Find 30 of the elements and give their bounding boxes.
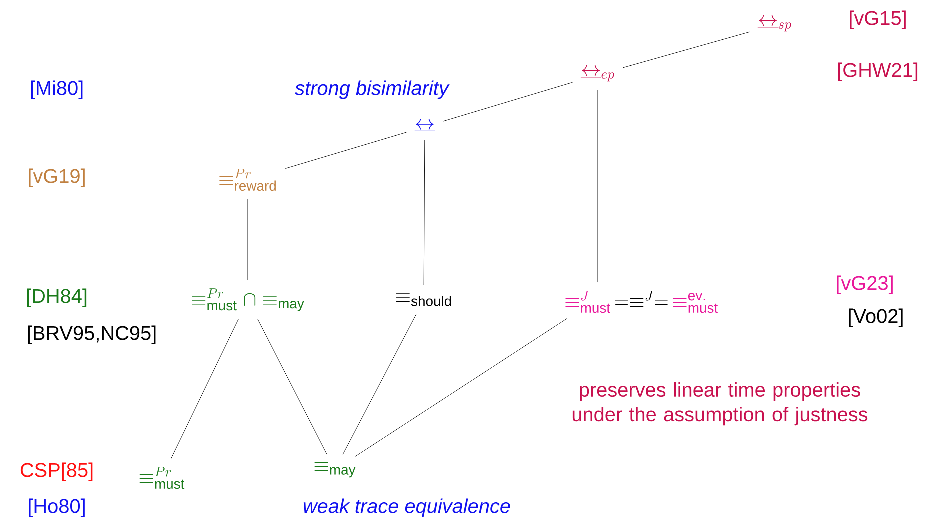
connector-line [443,82,573,122]
reference-label: [vG23] [837,276,893,294]
relation-symbol: $\equiv_{\mathrm{should}}$ [396,294,452,306]
reference-label: [Ho80] [29,498,85,518]
relation-symbol: $\equiv_{\mathrm{may}}$ [314,462,356,478]
reference-label: [GHW21] [838,62,918,82]
relation-symbol: $\underline{\leftrightarrow}$ [414,119,436,132]
reference-label: preserves linear time properties under the assumption of justness [572,382,868,426]
relation-symbol: $\underline{\leftrightarrow}_{ep}$ [580,65,614,82]
connector-line [623,32,750,68]
connector-line [355,318,568,457]
relation-symbol: $\underline{\leftrightarrow}_{sp}$ [758,15,792,32]
connector-line [258,319,328,455]
reference-label: [Vo02] [849,308,903,328]
reference-label: [Mi80] [31,80,83,100]
reference-label: [DH84] [27,288,87,308]
relation-symbol: $\equiv^{Pr}_{\mathrm{must}}\cap\equiv_{\mathrm{may}}$ [192,288,304,312]
relation-symbol: $\equiv^{Pr}_{\mathrm{must}}$ [140,466,185,490]
relation-symbol: $\equiv^{J}_{\mathrm{must}}$ $=\equiv^{J}=$ $\equiv^{\mathrm{ev.}}_{\mathrm{must}}$ [566,290,718,314]
connector-line [342,314,417,455]
reference-label: [vG15] [850,10,906,30]
reference-label: [vG19] [29,168,85,188]
reference-label: [BRV95,NC95] [28,326,156,344]
relation-symbol: $\equiv^{Pr}_{\mathrm{reward}}$ [220,168,276,192]
reference-label: CSP[85] [20,462,93,482]
caption-text: weak trace equivalence [304,498,510,518]
caption-text: strong bisimilarity [295,80,450,100]
connector-line [424,140,426,286]
connector-line [285,132,407,169]
connector-line [170,319,239,460]
